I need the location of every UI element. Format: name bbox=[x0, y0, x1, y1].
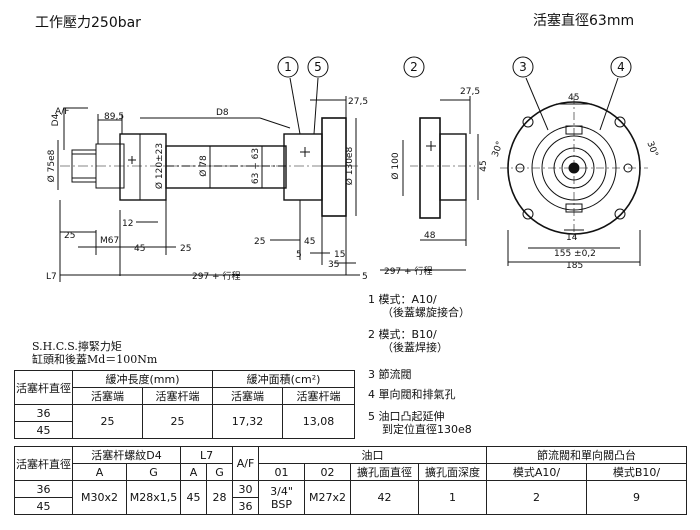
rear-flange bbox=[321, 117, 347, 217]
dim-15: 15 bbox=[334, 250, 345, 260]
table-row: 36 25 25 17,32 13,08 bbox=[14, 404, 356, 439]
callout-balloon-5 bbox=[307, 56, 329, 78]
balloon-label: 4 bbox=[617, 60, 625, 74]
table-row: 45 36 bbox=[14, 497, 687, 515]
dim-45-a: 45 bbox=[134, 244, 145, 254]
dim-63-a: 63 + 63 bbox=[251, 148, 261, 184]
legend-item-5: 5 油口凸起延伸 到定位直徑130e8 bbox=[368, 410, 472, 436]
side-view-body bbox=[439, 133, 467, 201]
piston-diameter-heading: 活塞直徑63mm bbox=[533, 13, 635, 29]
dim-m67: M67 bbox=[100, 236, 119, 246]
rod-diameter-header: 活塞杆直徑 bbox=[14, 446, 73, 481]
dim-5-b: 5 bbox=[362, 272, 368, 282]
dim-155: 155 ±0,2 bbox=[554, 249, 596, 259]
dim-30-deg-b: 30° bbox=[644, 140, 659, 158]
dim-45-b: 45 bbox=[304, 237, 315, 247]
callout-balloon-1 bbox=[277, 56, 299, 78]
dim-5-a: 5 bbox=[296, 250, 302, 260]
dim-89-5: 89,5 bbox=[104, 112, 124, 122]
cushion-length-header: 緩冲長度(mm) bbox=[71, 370, 214, 388]
dim-dia-75: Ø 75e8 bbox=[46, 149, 57, 182]
dim-185: 185 bbox=[566, 261, 583, 271]
dim-25-a: 25 bbox=[64, 231, 75, 241]
dim-l7: L7 bbox=[46, 272, 57, 282]
l7-header: L7 bbox=[179, 446, 234, 464]
cylinder-tube bbox=[165, 145, 287, 189]
balloon-label: 3 bbox=[519, 60, 527, 74]
legend-item-2: 2 模式：B10/ （後蓋焊接） bbox=[368, 328, 448, 354]
dim-25-c: 25 bbox=[254, 237, 265, 247]
callout-balloon-2 bbox=[403, 56, 425, 78]
dim-12: 12 bbox=[122, 219, 133, 229]
legend-item-4: 4 單向閥和排氣孔 bbox=[368, 388, 456, 401]
thread-port-table: 活塞杆直徑 活塞杆螺紋D4 L7 A/F 油口 節流閥和單向閥凸台 A G A … bbox=[14, 446, 688, 515]
dim-297-stroke-b: 297 + 行程 bbox=[384, 265, 432, 277]
dim-25-b: 25 bbox=[180, 244, 191, 254]
dim-27-5-a: 27,5 bbox=[348, 97, 368, 107]
callout-balloon-3 bbox=[512, 56, 534, 78]
dim-af: A/F bbox=[55, 107, 69, 117]
legend-item-3: 3 節流閥 bbox=[368, 368, 412, 381]
dim-dia-120: Ø 120±23 bbox=[154, 143, 165, 189]
balloon-label: 5 bbox=[314, 60, 322, 74]
balloon-label: 2 bbox=[410, 60, 418, 74]
working-pressure-heading: 工作壓力250bar bbox=[35, 15, 141, 31]
valve-boss-header: 節流閥和單向閥凸台 bbox=[486, 446, 688, 464]
cap-body bbox=[283, 133, 323, 201]
dim-35: 35 bbox=[328, 260, 339, 270]
cushion-area-header: 緩冲面積(cm²) bbox=[212, 370, 356, 388]
legend-item-1: 1 模式：A10/ （後蓋螺旋接合） bbox=[368, 293, 470, 319]
dim-dia-130: Ø 130e8 bbox=[344, 147, 355, 186]
dim-d8: D8 bbox=[216, 108, 229, 118]
dim-30-deg-a: 30° bbox=[491, 140, 506, 158]
dim-27-5-b: 27,5 bbox=[460, 87, 480, 97]
dim-45-top: 45 bbox=[568, 93, 579, 103]
dim-45-right: 45 bbox=[479, 160, 489, 171]
callout-balloon-4 bbox=[610, 56, 632, 78]
cushion-table: 活塞杆直徑 緩冲長度(mm) 緩冲面積(cm²) 活塞端 活塞杆端 活塞端 活塞… bbox=[14, 370, 356, 439]
rod-thread-header: 活塞杆螺紋D4 bbox=[72, 446, 181, 464]
side-view-flange bbox=[419, 117, 441, 219]
af-header: A/F bbox=[232, 446, 260, 481]
rod-diameter-header: 活塞杆直徑 bbox=[14, 370, 73, 405]
dim-48: 48 bbox=[424, 231, 436, 241]
table-row: 45 bbox=[14, 421, 355, 439]
dim-14: 14 bbox=[566, 233, 578, 243]
dim-d4: D4 bbox=[51, 113, 61, 126]
dim-dia-78: Ø 78 bbox=[198, 155, 209, 177]
balloon-label: 1 bbox=[284, 60, 292, 74]
table-row: 36 M30x2 M28x1,5 45 28 30 3/4" BSP M27x2… bbox=[14, 480, 688, 515]
torque-note: S.H.C.S.擰緊力矩 缸頭和後蓋Md＝100Nm bbox=[32, 340, 158, 366]
dim-297-stroke-a: 297 + 行程 bbox=[192, 270, 240, 282]
port-header: 油口 bbox=[258, 446, 488, 464]
dim-dia-100: Ø 100 bbox=[390, 152, 401, 179]
